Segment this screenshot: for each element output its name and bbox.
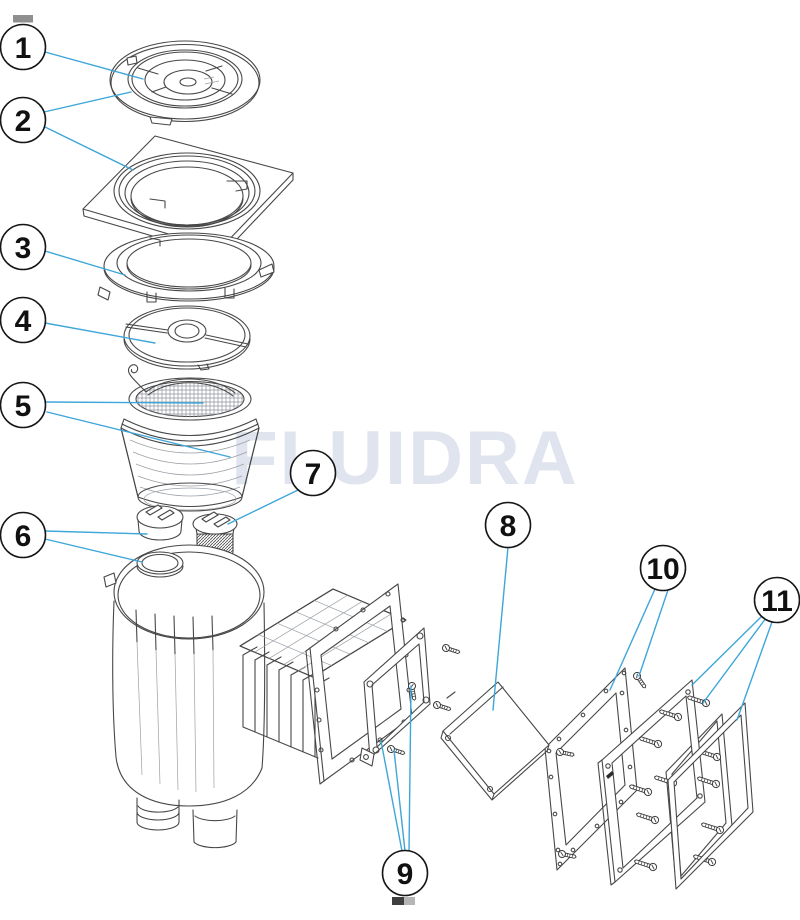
artifact-top-left <box>13 15 33 23</box>
svg-text:9: 9 <box>397 858 414 891</box>
svg-text:6: 6 <box>15 520 32 553</box>
callouts: 1 2 3 4 5 6 7 8 <box>0 23 800 897</box>
watermark-text: FLUIDRA <box>231 416 579 501</box>
callout-9: 9 <box>381 849 429 897</box>
part-basket <box>120 364 260 512</box>
part-plug-left <box>136 504 184 541</box>
leader-lines <box>43 51 773 853</box>
screw <box>432 700 453 714</box>
svg-text:11: 11 <box>761 585 793 618</box>
svg-text:8: 8 <box>500 510 517 543</box>
screw <box>386 744 407 758</box>
svg-text:4: 4 <box>15 305 32 338</box>
svg-text:5: 5 <box>15 390 32 423</box>
svg-text:3: 3 <box>15 232 32 265</box>
basket-handle <box>127 364 147 393</box>
part-flange-plate <box>305 583 413 785</box>
part-gasket-ring <box>97 232 275 303</box>
part-clamp-frame <box>359 627 431 767</box>
callout-7: 7 <box>289 449 337 497</box>
part-weir-flap <box>440 681 550 801</box>
part-tank-body <box>103 544 266 849</box>
artifact-bottom-dark <box>392 897 404 905</box>
callout-2: 2 <box>0 96 47 144</box>
callout-6: 6 <box>0 511 47 559</box>
callout-11: 11 <box>753 576 800 624</box>
svg-text:2: 2 <box>15 105 32 138</box>
part-lid <box>109 40 261 126</box>
callout-10: 10 <box>639 544 687 592</box>
part-trim-frame-outer <box>667 702 754 890</box>
screw <box>441 643 462 657</box>
svg-text:1: 1 <box>15 32 32 65</box>
part-gasket-sheet <box>544 667 638 871</box>
callout-4: 4 <box>0 296 47 344</box>
callout-3: 3 <box>0 223 47 271</box>
svg-text:10: 10 <box>646 553 679 586</box>
artifact-bottom-light <box>404 897 415 905</box>
part-cover-plate <box>123 305 251 371</box>
part-square-frame <box>82 135 294 257</box>
part-throat-bellows <box>239 588 407 759</box>
callout-5: 5 <box>0 381 47 429</box>
svg-text:7: 7 <box>305 458 322 491</box>
callout-1: 1 <box>0 23 47 71</box>
callout-8: 8 <box>484 501 532 549</box>
part-faceplate-frame <box>597 679 706 886</box>
